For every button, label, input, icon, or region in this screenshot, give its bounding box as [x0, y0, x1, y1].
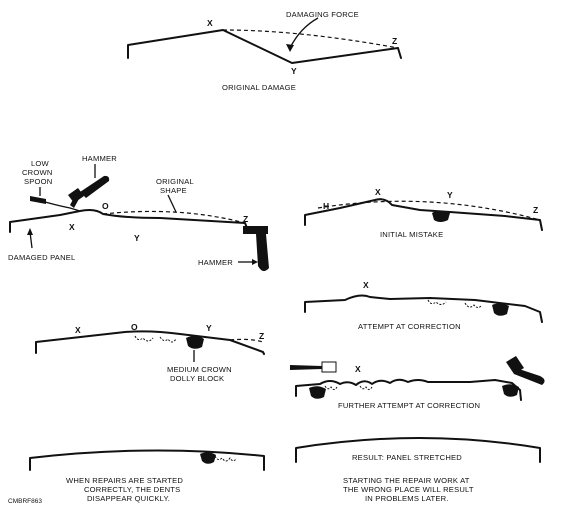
dolly-panel-dent-2 [159, 336, 177, 343]
figure-code: CMBRF863 [8, 498, 42, 505]
mistake-point-z: Z [533, 205, 538, 215]
hammer-right-head [243, 226, 268, 234]
tools-point-o: O [102, 201, 109, 211]
low-crown-spoon-label-1: LOW [31, 159, 50, 168]
correct-result-dent [214, 455, 237, 462]
footer-right-line-1: STARTING THE REPAIR WORK AT [343, 476, 470, 485]
further-dolly-left [309, 386, 326, 399]
dolly-point-x: X [75, 325, 81, 335]
correct-result-dolly [200, 452, 216, 464]
further-attempt-dent-1 [324, 385, 338, 390]
medium-crown-label: MEDIUM CROWN [167, 365, 232, 374]
mistake-point-x: X [375, 187, 381, 197]
attempt-correction-dent-2 [464, 302, 483, 308]
attempt-point-x: X [363, 280, 369, 290]
initial-mistake-figure: H X Y Z INITIAL MISTAKE [304, 187, 543, 239]
correct-result-figure [29, 449, 265, 471]
result-caption: RESULT: PANEL STRETCHED [352, 453, 462, 462]
original-damage-panel [127, 29, 402, 64]
original-shape-label-2: SHAPE [160, 186, 187, 195]
further-dolly-right [502, 384, 519, 397]
footer-left-line-3: DISAPPEAR QUICKLY. [87, 494, 170, 503]
hammer-bottom-label: HAMMER [198, 258, 233, 267]
original-point-z: Z [392, 36, 397, 46]
dolly-point-z: Z [259, 331, 264, 341]
original-damage-original-shape [222, 29, 399, 49]
attempt-correction-panel [304, 294, 543, 323]
tools-point-x: X [69, 222, 75, 232]
hammer-top-handle [80, 175, 110, 198]
initial-mistake-original-shape [317, 200, 541, 221]
initial-mistake-dolly [432, 210, 450, 222]
attempt-correction-caption: ATTEMPT AT CORRECTION [358, 322, 461, 331]
damaging-force-arrowhead [286, 44, 294, 52]
damaged-panel-line [9, 209, 250, 234]
hammer-top-head [70, 194, 80, 208]
dolly-point-y: Y [206, 323, 212, 333]
hammer-top-label: HAMMER [82, 154, 117, 163]
hammer-bottom-arrowhead [252, 259, 258, 265]
tools-point-y: Y [134, 233, 140, 243]
footer-right-line-2: THE WRONG PLACE WILL RESULT [343, 485, 474, 494]
footer-left-line-2: CORRECTLY, THE DENTS [84, 485, 180, 494]
attempt-correction-dolly [492, 303, 509, 316]
low-crown-spoon-label-2: CROWN [22, 168, 53, 177]
further-attempt-dent-2 [359, 385, 373, 390]
medium-crown-dolly-icon [186, 335, 204, 349]
low-crown-spoon-label-3: SPOON [24, 177, 52, 186]
further-hammer-left-handle [290, 365, 322, 370]
further-attempt-figure: X FURTHER ATTEMPT AT CORRECTION [290, 356, 545, 410]
further-attempt-caption: FURTHER ATTEMPT AT CORRECTION [338, 401, 480, 410]
dolly-panel-original-shape [229, 338, 264, 343]
footer-left-line-1: WHEN REPAIRS ARE STARTED [66, 476, 183, 485]
attempt-correction-dent-1 [427, 299, 447, 305]
dolly-block-label: DOLLY BLOCK [170, 374, 224, 383]
result-figure: RESULT: PANEL STRETCHED [295, 437, 541, 463]
damaged-panel-arrowhead [27, 228, 33, 235]
damaging-force-label: DAMAGING FORCE [286, 10, 359, 19]
tools-original-shape [102, 210, 246, 224]
tools-point-z: Z [243, 214, 248, 224]
low-crown-spoon-handle [30, 196, 46, 204]
hammer-right-handle [256, 234, 269, 272]
result-panel [295, 437, 541, 463]
dolly-panel-dent-1 [134, 335, 154, 342]
further-attempt-panel [295, 378, 522, 401]
damaged-panel-label: DAMAGED PANEL [8, 253, 75, 262]
original-damage-caption: ORIGINAL DAMAGE [222, 83, 296, 92]
initial-mistake-panel [304, 198, 543, 231]
original-point-x: X [207, 18, 213, 28]
correct-result-panel [29, 449, 265, 471]
original-shape-pointer [167, 194, 177, 213]
original-shape-label-1: ORIGINAL [156, 177, 194, 186]
further-hammer-left-head [321, 361, 337, 373]
attempt-correction-figure: X ATTEMPT AT CORRECTION [304, 280, 543, 331]
mistake-point-y: Y [447, 190, 453, 200]
further-point-x: X [355, 364, 361, 374]
initial-mistake-caption: INITIAL MISTAKE [380, 230, 443, 239]
dolly-panel-figure: X O Y Z MEDIUM CROWN DOLLY BLOCK [35, 322, 265, 383]
footer-text: WHEN REPAIRS ARE STARTED CORRECTLY, THE … [8, 476, 474, 505]
tools-panel-figure: LOW CROWN SPOON HAMMER ORIGINAL SHAPE X … [8, 154, 269, 272]
original-point-y: Y [291, 66, 297, 76]
dolly-panel-line [35, 330, 265, 355]
footer-right-line-3: IN PROBLEMS LATER. [365, 494, 449, 503]
original-damage-figure: DAMAGING FORCE X Y Z ORIGINAL DAMAGE [127, 10, 402, 92]
further-hammer-right-handle [514, 368, 545, 385]
dolly-point-o: O [131, 322, 138, 332]
mistake-point-h: H [323, 201, 329, 211]
